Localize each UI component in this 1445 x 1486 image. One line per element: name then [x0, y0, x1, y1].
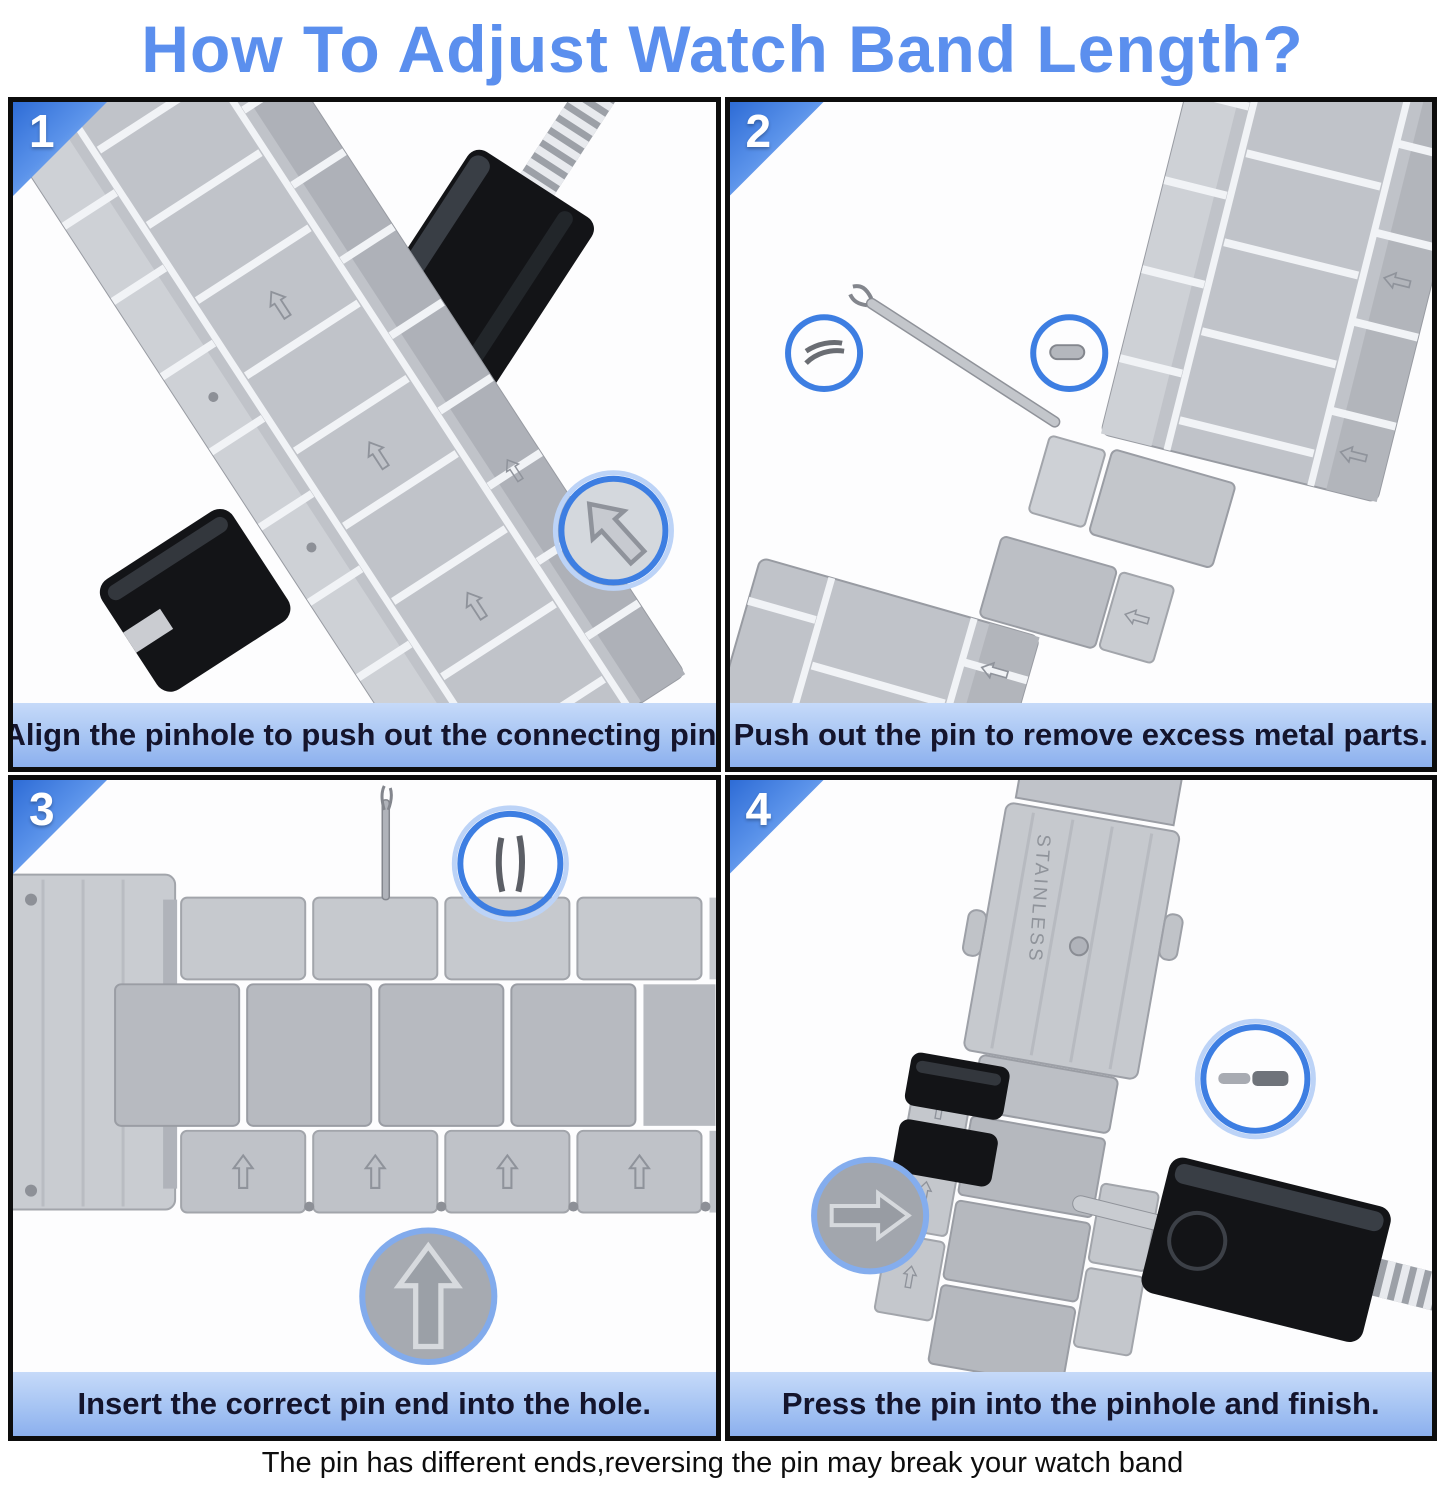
step-number: 2	[745, 105, 772, 157]
step1-illustration	[13, 102, 716, 703]
step-number: 4	[745, 783, 772, 835]
step-caption: Push out the pin to remove excess metal …	[729, 703, 1432, 767]
step-caption: Press the pin into the pinhole and finis…	[729, 1372, 1432, 1436]
anvil-block	[99, 508, 291, 692]
step-panel-1: 1	[8, 97, 721, 772]
step-panel-2: 2	[724, 97, 1437, 772]
arrow-detail-inset	[810, 1156, 929, 1275]
pin-end-inset	[784, 314, 863, 393]
step-panel-3: 3	[8, 775, 721, 1441]
connecting-pin	[380, 785, 393, 901]
pin-end-inset	[451, 805, 569, 923]
steps-grid: 1	[0, 97, 1445, 1441]
clasp: STAINLESS	[961, 802, 1184, 1080]
pin-end-inset	[1029, 314, 1108, 393]
loose-link	[978, 536, 1175, 664]
watch-band-segment	[729, 558, 1040, 703]
watch-band-segment	[1100, 102, 1432, 503]
step2-photo	[729, 102, 1432, 703]
anvil-block	[892, 1052, 1010, 1187]
step2-illustration	[729, 102, 1432, 703]
arrow-detail-inset	[552, 470, 674, 591]
footer-note: The pin has different ends,reversing the…	[261, 1446, 1184, 1479]
step4-illustration: STAINLESS	[810, 780, 1432, 1372]
watch-band	[114, 896, 716, 1214]
page-title: How To Adjust Watch Band Length?	[141, 11, 1304, 86]
arrow-detail-inset	[359, 1227, 498, 1366]
loose-link	[1027, 435, 1236, 568]
link-remover-tool	[1071, 1157, 1432, 1353]
step-panel-4: 4 STAINLESS	[724, 775, 1437, 1441]
connecting-pin	[847, 284, 1060, 428]
step4-photo: STAINLESS	[729, 780, 1432, 1372]
step-caption: Align the pinhole to push out the connec…	[13, 703, 716, 767]
watch-band	[13, 102, 686, 703]
step-number: 3	[29, 783, 55, 835]
step1-photo	[13, 102, 716, 703]
step3-photo	[13, 780, 716, 1372]
step3-illustration	[13, 785, 716, 1366]
pinhole-detail-inset	[1194, 1018, 1316, 1140]
step-caption: Insert the correct pin end into the hole…	[13, 1372, 716, 1436]
step-number: 1	[29, 105, 55, 157]
